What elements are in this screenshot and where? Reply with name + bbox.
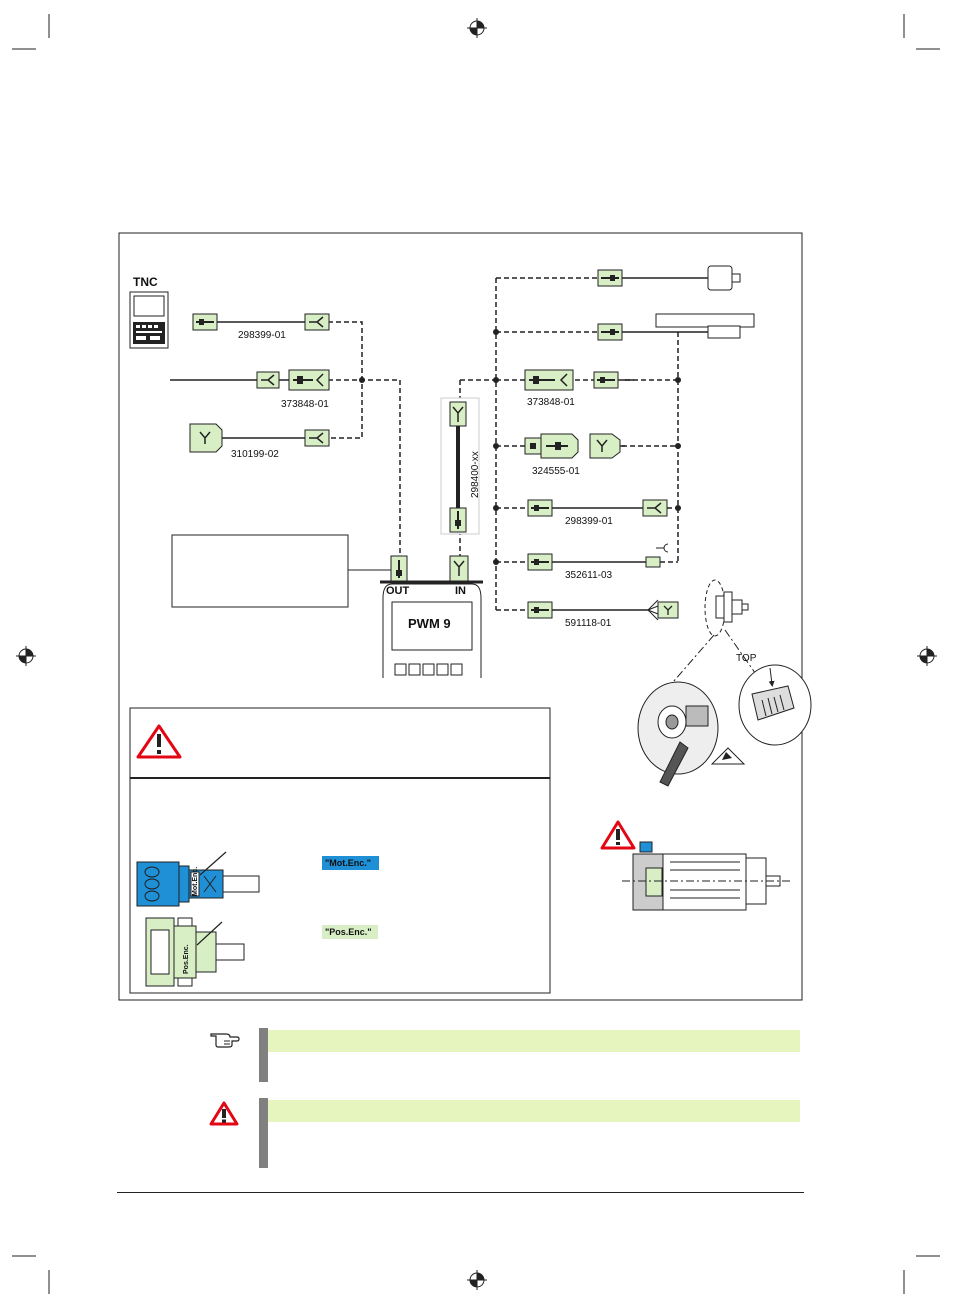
connector-male	[597, 323, 623, 341]
encoder-hub	[715, 591, 749, 623]
registration-mark-icon	[467, 1270, 487, 1290]
connector-female	[304, 313, 330, 331]
top-label: TOP	[736, 653, 757, 664]
tnc-label: TNC	[133, 275, 158, 289]
note-bar	[259, 1098, 268, 1168]
pos-enc-tag-text: "Pos.Enc."	[325, 927, 372, 937]
pos-enc-connector-text: Pos.Enc.	[183, 944, 190, 974]
warning-triangle-icon	[209, 1101, 239, 1126]
port-out-label: OUT	[386, 585, 410, 597]
warning-triangle-icon	[136, 724, 182, 759]
connector-coupler	[288, 369, 330, 391]
registration-mark-icon	[467, 18, 487, 38]
part-label: 298399-01	[565, 516, 613, 527]
connector-male	[593, 371, 619, 389]
motor-illustration	[622, 841, 790, 911]
part-label: 373848-01	[281, 399, 329, 410]
part-label: 298399-01	[238, 330, 286, 341]
info-box	[171, 534, 349, 608]
connector-male	[597, 269, 623, 287]
mot-enc-tag-text: "Mot.Enc."	[325, 858, 371, 868]
figure-frame	[118, 232, 803, 1001]
part-label: 310199-02	[231, 449, 279, 460]
hand-pointing-icon	[210, 1033, 240, 1048]
mot-enc-connector	[136, 851, 260, 907]
connector-male	[527, 553, 553, 571]
connector-female	[304, 429, 330, 447]
connector-male	[192, 313, 218, 331]
note-band	[268, 1030, 800, 1052]
pos-enc-tag	[322, 925, 378, 939]
pos-enc-connector	[145, 917, 245, 987]
connector-male	[449, 507, 467, 533]
pwm-9-device	[380, 555, 483, 678]
mot-enc-connector-text: Mot.Enc.	[192, 867, 199, 896]
connector-dsub	[189, 423, 223, 453]
encoder-closeup	[637, 664, 812, 787]
footer-rule	[117, 1192, 804, 1193]
connector-male	[527, 499, 553, 517]
connector-female	[642, 499, 668, 517]
port-in-label: IN	[455, 585, 466, 597]
tnc-control-unit	[129, 291, 169, 349]
connector-male	[527, 601, 553, 619]
connection-diagram: TNC	[118, 232, 812, 1001]
connector-coupler	[524, 369, 574, 391]
registration-mark-icon	[917, 646, 937, 666]
connector-female	[256, 371, 280, 389]
pwm-9-label: PWM 9	[408, 616, 451, 631]
note-bar	[259, 1028, 268, 1082]
esd-warning-icon	[710, 747, 746, 765]
registration-mark-icon	[16, 646, 36, 666]
part-label: 352611-03	[565, 570, 613, 581]
cable-label-vertical: 298400-xx	[470, 451, 481, 498]
warning-triangle-icon	[600, 820, 636, 850]
part-label: 324555-01	[532, 466, 580, 477]
mot-enc-tag	[322, 856, 379, 870]
part-label: 373848-01	[527, 397, 575, 408]
connector-female	[657, 601, 679, 619]
encoder-linear	[655, 313, 755, 339]
note-band	[268, 1100, 800, 1122]
connector-dsub-pair	[524, 433, 625, 459]
encoder-rotary	[707, 265, 741, 291]
part-label: 591118-01	[565, 618, 612, 629]
connector-female	[449, 401, 467, 427]
